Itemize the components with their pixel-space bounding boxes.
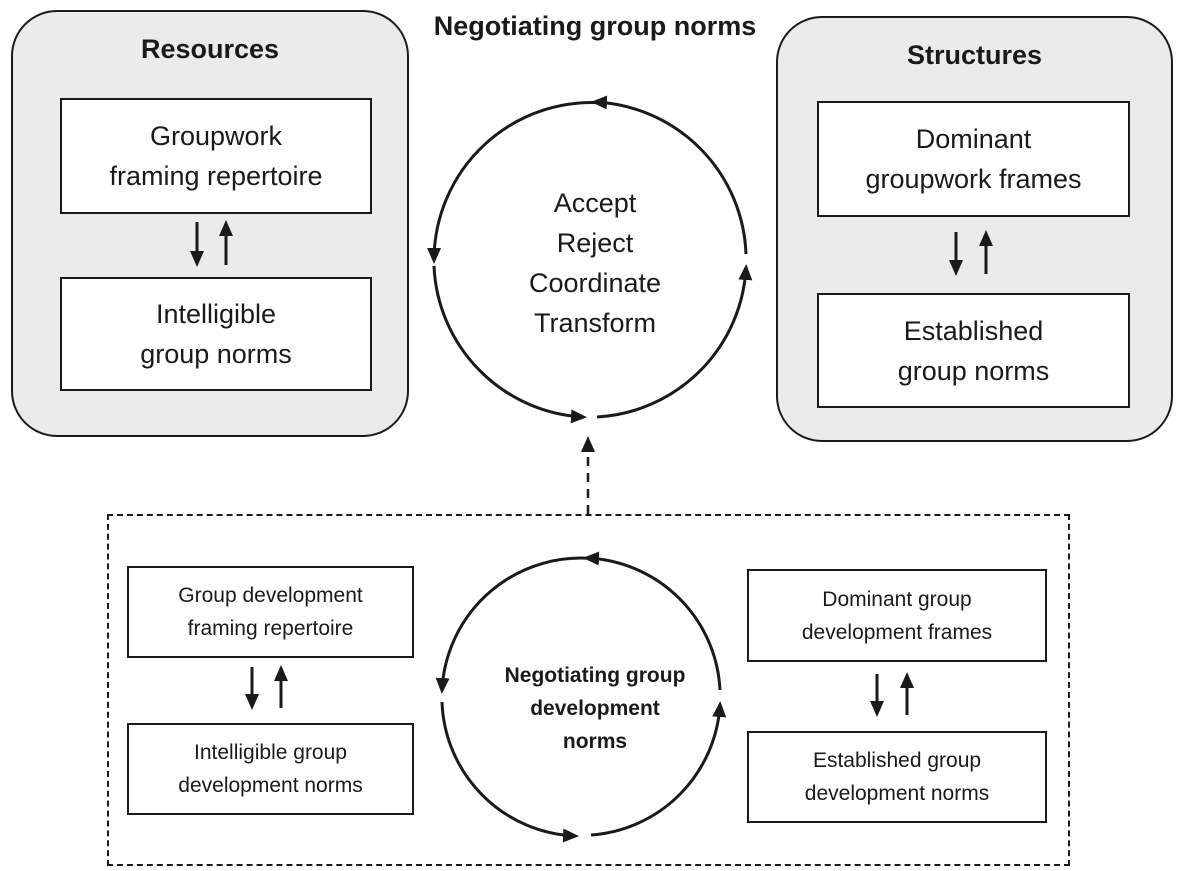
dominant-group-development-frames-box: Dominant group development frames: [747, 569, 1047, 662]
intelligible-group-development-norms-box: Intelligible group development norms: [127, 723, 414, 815]
negotiating-group-development-norms-title: Negotiating group development norms: [450, 659, 740, 758]
established-group-development-norms-box: Established group development norms: [747, 731, 1047, 823]
cycle-arrows-icon: [427, 95, 753, 424]
title-line: norms: [562, 730, 628, 753]
up-down-arrows-icon: [245, 665, 288, 710]
established-group-norms-box: Established group norms: [817, 293, 1130, 408]
box-line: development norms: [804, 782, 990, 805]
box-line: group norms: [140, 339, 292, 369]
cycle-actions: Accept Reject Coordinate Transform: [470, 183, 720, 343]
group-development-framing-repertoire-box: Group development framing repertoire: [127, 566, 414, 658]
intelligible-group-norms-box: Intelligible group norms: [60, 277, 372, 391]
box-line: Intelligible group: [194, 741, 347, 764]
box-line: Intelligible: [155, 299, 277, 329]
box-line: Established: [903, 315, 1044, 346]
title-line-2: norms: [673, 11, 757, 41]
action-accept: Accept: [553, 188, 637, 218]
box-line: development frames: [801, 620, 993, 644]
box-line: Groupwork: [149, 121, 283, 151]
action-transform: Transform: [533, 308, 656, 338]
box-line: Dominant: [915, 124, 1032, 154]
group-development-frame: [107, 514, 1070, 866]
structures-title: Structures: [906, 40, 1043, 70]
negotiating-group-norms-title: Negotiating group norms: [430, 6, 760, 46]
groupwork-framing-repertoire-box: Groupwork framing repertoire: [60, 98, 372, 214]
box-line: development norms: [178, 774, 363, 797]
title-line: Negotiating group: [504, 664, 686, 687]
box-line: groupwork frames: [865, 164, 1082, 194]
title-line-1: Negotiating group: [433, 11, 667, 41]
box-line: framing repertoire: [187, 617, 354, 640]
box-line: framing repertoire: [109, 161, 323, 191]
up-down-arrows-icon: [870, 672, 914, 717]
box-line: Group development: [178, 584, 363, 607]
action-reject: Reject: [556, 228, 634, 258]
box-line: group norms: [897, 355, 1050, 386]
resources-title: Resources: [140, 34, 280, 64]
box-line: Dominant group: [822, 587, 972, 611]
action-coordinate: Coordinate: [528, 268, 662, 298]
title-line: development: [530, 697, 660, 720]
up-down-arrows-icon: [949, 230, 993, 276]
box-line: Established group: [812, 749, 982, 772]
cycle-arrows-icon: [435, 551, 727, 843]
up-down-arrows-icon: [190, 220, 233, 267]
dominant-groupwork-frames-box: Dominant groupwork frames: [817, 101, 1130, 217]
